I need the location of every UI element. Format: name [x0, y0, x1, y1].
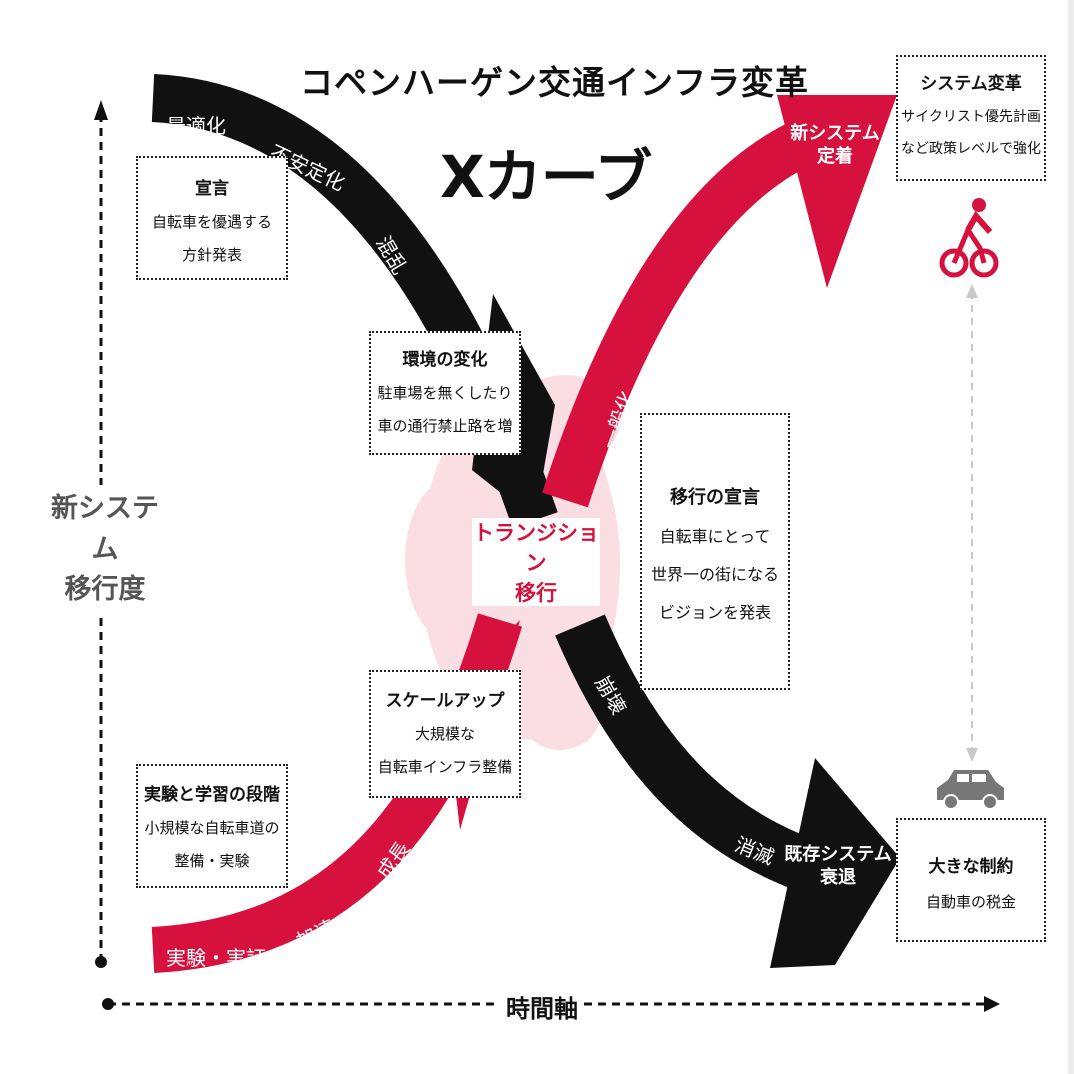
- cyclist-icon: [939, 198, 999, 278]
- experiment-box-line1: 小規模な自転車道の: [144, 819, 280, 837]
- scaleup-box-line1: 大規模な: [414, 725, 475, 743]
- transition-label-line2: 移行: [515, 581, 557, 605]
- experiment-box-title: 実験と学習の段階: [144, 785, 280, 805]
- decline-end-line1: 既存システム: [784, 844, 892, 865]
- decline-stage-optimize: 最適化: [166, 114, 226, 138]
- constraint-box: 大きな制約 自動車の税金: [896, 818, 1046, 942]
- environment-box-line2: 車の通行禁止路を増: [377, 417, 513, 435]
- transition-declaration-box-title: 移行の宣言: [670, 487, 760, 508]
- vertical-axis-label-line2: 移行度: [64, 574, 146, 605]
- declaration-box-line1: 自転車を優遇する: [151, 213, 272, 231]
- system-change-box-line2: など政策レベルで強化: [901, 141, 1041, 157]
- scaleup-box-title: スケールアップ: [385, 691, 505, 711]
- page-subtitle: Xカーブ: [440, 143, 652, 211]
- transition-declaration-box-line1: 自転車にとって: [659, 527, 771, 546]
- transition-declaration-box-line3: ビジョンを発表: [658, 603, 771, 622]
- environment-box: 環境の変化 駐車場を無くしたり 車の通行禁止路を増: [369, 331, 521, 455]
- rise-stage-experiment: 実験・実証: [166, 946, 266, 970]
- icon-connector: [966, 284, 978, 762]
- rise-end-line1: 新システム: [790, 123, 880, 144]
- environment-box-title: 環境の変化: [402, 350, 488, 370]
- transition-label-line1: トランジション: [473, 521, 599, 575]
- decline-end-line2: 衰退: [820, 867, 856, 889]
- system-change-box: システム変革 サイクリスト優先計画 など政策レベルで強化: [896, 55, 1046, 181]
- system-change-box-line1: サイクリスト優先計画: [901, 109, 1041, 125]
- declaration-box-title: 宣言: [195, 179, 229, 199]
- vertical-axis-label: 新システム 移行度: [40, 485, 170, 615]
- constraint-box-line1: 自動車の税金: [925, 893, 1016, 911]
- transition-label: トランジション 移行: [472, 518, 600, 606]
- rise-end-line2: 定着: [817, 146, 853, 168]
- system-change-box-title: システム変革: [920, 74, 1022, 94]
- experiment-box-line2: 整備・実験: [174, 852, 250, 870]
- declaration-box-line2: 方針発表: [181, 246, 242, 264]
- right-edge-strip: [1068, 0, 1074, 1074]
- environment-box-line1: 駐車場を無くしたり: [377, 384, 513, 402]
- horizontal-axis-label: 時間軸: [500, 989, 584, 1024]
- transition-declaration-box: 移行の宣言 自転車にとって 世界一の街になる ビジョンを発表: [640, 413, 790, 690]
- decline-end-label: 既存システム 衰退: [778, 843, 898, 890]
- scaleup-box-line2: 自転車インフラ整備: [377, 758, 513, 776]
- transition-declaration-box-line2: 世界一の街になる: [650, 565, 779, 584]
- experiment-box: 実験と学習の段階 小規模な自転車道の 整備・実験: [136, 764, 288, 888]
- car-icon: [937, 770, 1004, 810]
- rise-end-label: 新システム 定着: [780, 122, 890, 169]
- declaration-box: 宣言 自転車を優遇する 方針発表: [136, 156, 288, 280]
- vertical-axis-label-line1: 新システム: [51, 493, 159, 565]
- scaleup-box: スケールアップ 大規模な 自転車インフラ整備: [369, 670, 521, 798]
- constraint-box-title: 大きな制約: [928, 857, 1014, 877]
- page-title: コペンハーゲン交通インフラ変革: [300, 63, 810, 102]
